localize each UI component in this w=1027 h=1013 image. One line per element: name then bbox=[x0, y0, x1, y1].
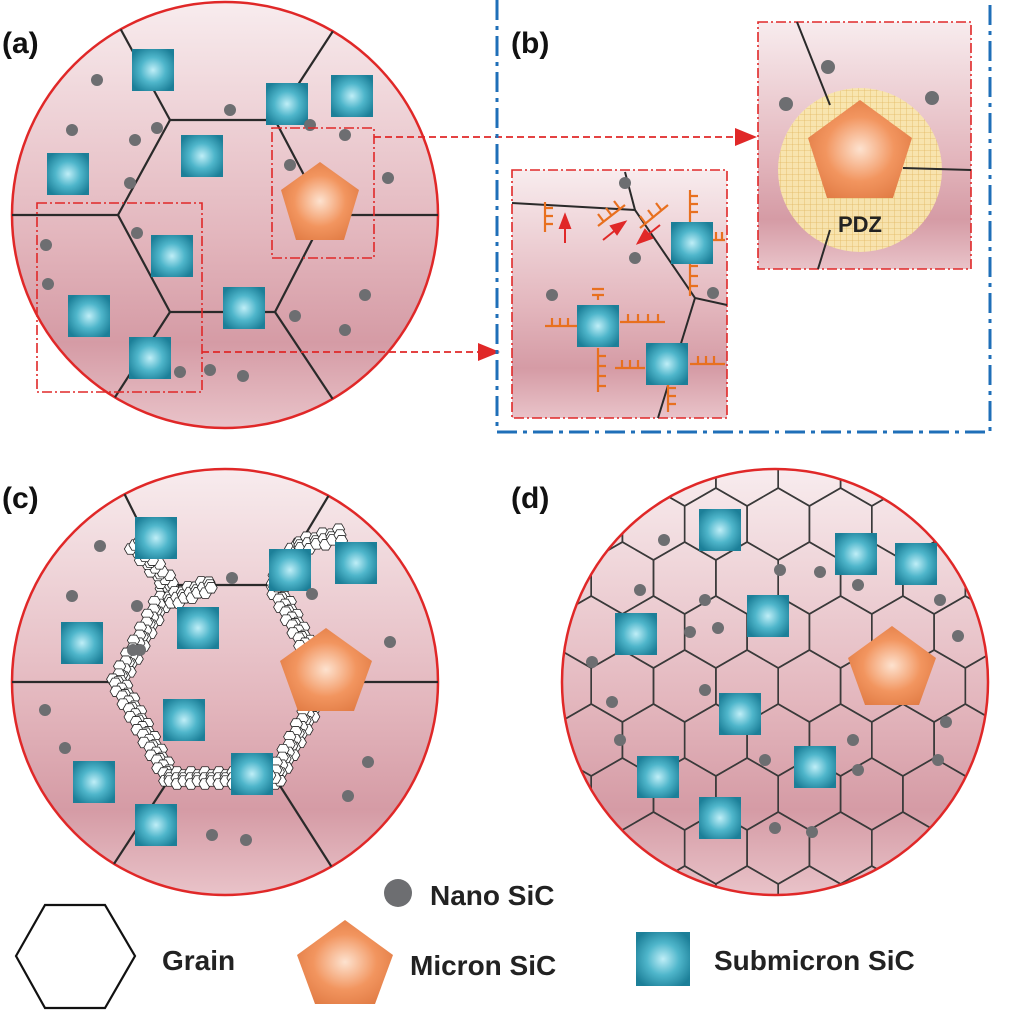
refined-grain bbox=[997, 704, 1027, 776]
refined-grain bbox=[562, 811, 624, 885]
refined-grain bbox=[498, 596, 560, 668]
refined-grain bbox=[498, 812, 560, 884]
panel-c-label: (c) bbox=[2, 482, 39, 515]
refined-grain bbox=[964, 865, 988, 895]
refined-grain bbox=[498, 704, 560, 776]
panel-c-micron-particle bbox=[280, 628, 372, 711]
legend-grain: Grain bbox=[14, 903, 235, 1010]
legend-submicron: Submicron SiC bbox=[636, 932, 915, 986]
dislocation-arrows bbox=[558, 212, 661, 245]
connector-arrowhead-pdz bbox=[735, 128, 757, 146]
dislocation-lines bbox=[543, 190, 725, 412]
pdz-inset-nano-particles bbox=[779, 60, 939, 111]
recrystallized-grain bbox=[204, 582, 218, 594]
legend-grain-icon bbox=[14, 903, 137, 1010]
refined-grain bbox=[902, 469, 967, 507]
refined-grain bbox=[590, 469, 655, 507]
legend-micron-label: Micron SiC bbox=[410, 950, 556, 981]
legend-nano: Nano SiC bbox=[384, 879, 554, 911]
refined-grain bbox=[964, 541, 988, 615]
panel-d-nano-particles bbox=[586, 534, 964, 838]
panel-b-label: (b) bbox=[511, 27, 549, 60]
refined-grain bbox=[839, 865, 904, 895]
refined-grain bbox=[467, 758, 529, 830]
refined-grain bbox=[715, 865, 780, 895]
dislocation-submicron-3 bbox=[646, 343, 688, 385]
refined-grain bbox=[997, 812, 1027, 884]
refined-grain bbox=[747, 380, 809, 452]
legend: Nano SiC Grain Micron SiC Submicron SiC bbox=[14, 879, 915, 1010]
refined-grain bbox=[997, 380, 1027, 452]
panel-c-nano-particles bbox=[39, 540, 396, 846]
panel-b-pdz-inset: PDZ bbox=[757, 21, 972, 270]
refined-grain bbox=[934, 380, 996, 452]
panel-d-micron-particle bbox=[848, 626, 936, 705]
legend-submicron-icon bbox=[636, 932, 690, 986]
pdz-label: PDZ bbox=[838, 212, 882, 237]
panel-c: (c) bbox=[2, 467, 440, 897]
refined-grain bbox=[809, 380, 871, 452]
panel-a-zoom-box-submicron bbox=[36, 202, 203, 393]
refined-grain bbox=[652, 865, 717, 895]
legend-submicron-label: Submicron SiC bbox=[714, 945, 915, 976]
zoom-connectors bbox=[202, 128, 757, 361]
refined-grain bbox=[964, 757, 988, 831]
refined-grain bbox=[997, 488, 1027, 560]
refined-grain bbox=[872, 380, 934, 452]
panel-a: (a) bbox=[2, 0, 440, 430]
legend-nano-icon bbox=[384, 879, 412, 907]
legend-grain-label: Grain bbox=[162, 945, 235, 976]
dislocation-submicron-2 bbox=[577, 305, 619, 347]
legend-nano-label: Nano SiC bbox=[430, 880, 554, 911]
refined-grain bbox=[902, 865, 967, 895]
pdz-micron-particle bbox=[808, 100, 912, 198]
panel-b: (b) bbox=[495, 0, 992, 434]
panel-a-zoom-box-micron bbox=[271, 127, 375, 259]
connector-arrowhead-dislocations bbox=[478, 343, 500, 361]
refined-grain bbox=[590, 865, 655, 895]
panel-d-label: (d) bbox=[511, 482, 549, 515]
refined-grain bbox=[997, 596, 1027, 668]
legend-micron-icon bbox=[297, 920, 393, 1004]
panel-a-label: (a) bbox=[2, 27, 39, 60]
legend-micron: Micron SiC bbox=[297, 920, 556, 1004]
dislocation-submicron-1 bbox=[671, 222, 713, 264]
panel-d-circle-border bbox=[560, 467, 990, 897]
refined-grain bbox=[933, 811, 988, 885]
refined-grain bbox=[777, 865, 842, 895]
refined-grain bbox=[467, 650, 529, 722]
pdz-inset-grain-boundaries bbox=[796, 21, 972, 270]
panel-a-nano-particles bbox=[40, 74, 394, 382]
refined-grain bbox=[964, 469, 988, 507]
refined-grain bbox=[933, 487, 988, 561]
dislocation-inset-nano-particles bbox=[546, 177, 719, 301]
refined-grain bbox=[467, 542, 529, 614]
panel-b-dislocation-inset bbox=[511, 169, 728, 419]
panel-d: (d) bbox=[467, 380, 1027, 897]
panel-b-frame bbox=[495, 0, 992, 434]
panel-a-micron-particle bbox=[281, 162, 359, 240]
